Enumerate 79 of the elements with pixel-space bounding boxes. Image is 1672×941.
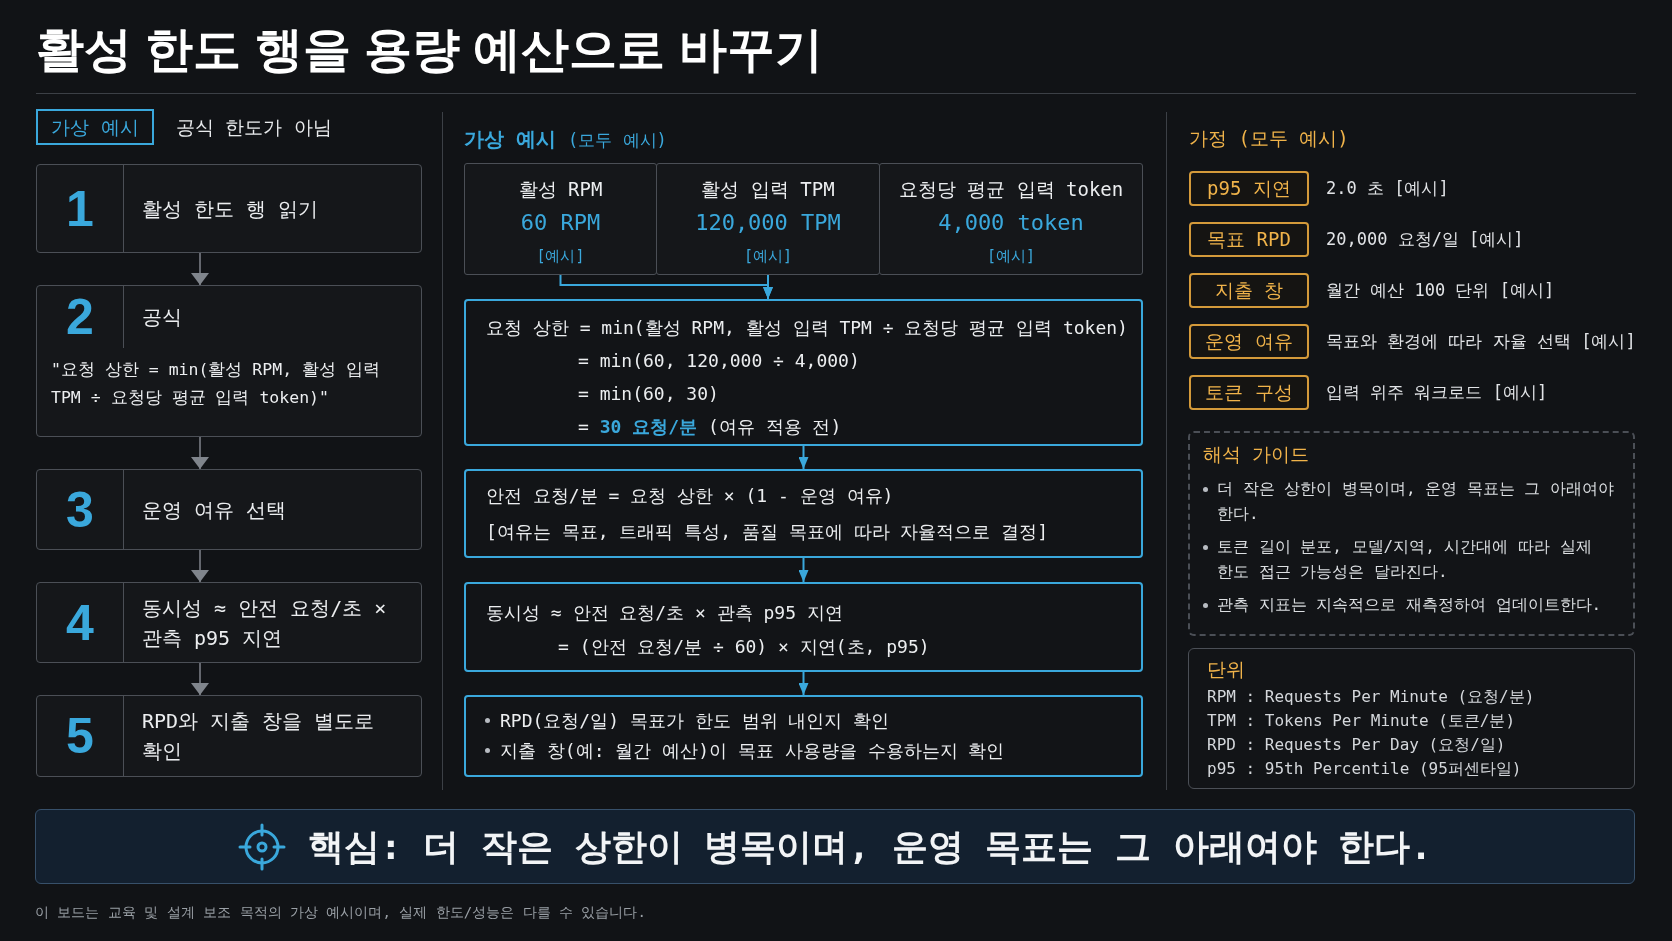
metric-value: 60 RPM xyxy=(520,209,601,237)
formula-text: = 30 요청/분 (여유 적용 전) xyxy=(578,415,843,439)
panel-heading: 단위 xyxy=(1207,657,1246,682)
formula-box xyxy=(464,299,1143,446)
section-note: (모두 예시) xyxy=(568,129,667,152)
value-text: 목표와 환경에 따라 자율 선택 [예시] xyxy=(1326,329,1636,353)
title: 활성 한도 행을 용량 예산으로 바꾸기 xyxy=(36,22,823,78)
arrow xyxy=(798,557,809,583)
metric-box xyxy=(656,163,880,275)
step-number: 1 xyxy=(66,183,94,234)
chevron-arrow xyxy=(191,662,209,696)
metric-box xyxy=(464,163,657,275)
unit-definition: TPM : Tokens Per Minute (토큰/분) xyxy=(1207,710,1517,732)
example-tag: [예시] xyxy=(536,244,585,268)
section-heading: 가상 예시 xyxy=(464,126,557,153)
metric-box xyxy=(879,163,1143,275)
section-heading: 가정 (모두 예시) xyxy=(1189,126,1349,151)
step-text: 동시성 ≈ 안전 요청/초 × 관측 p95 지연 xyxy=(142,594,388,652)
step-text: 공식 xyxy=(142,304,182,331)
metric-label: 활성 입력 TPM xyxy=(701,177,835,202)
chevron-arrow xyxy=(191,549,209,583)
units-panel xyxy=(1188,648,1635,789)
formula-box xyxy=(464,469,1143,558)
metric-label: 요청당 평균 입력 token xyxy=(898,177,1124,202)
formula-text: 동시성 ≈ 안전 요청/초 × 관측 p95 지연 xyxy=(486,601,844,625)
guide-text: 더 작은 상한이 병목이며, 운영 목표는 그 아래여야 한다. xyxy=(1217,478,1616,525)
formula-text: = min(60, 30) xyxy=(578,382,720,406)
checklist-box xyxy=(464,695,1143,777)
assumption-tag: p95 지연 xyxy=(1189,171,1309,206)
metric-value: 4,000 token xyxy=(938,209,1084,237)
assumption-tag: 지출 창 xyxy=(1189,273,1309,308)
formula-text: "요청 상한 = min(활성 RPM, 활성 입력 TPM ÷ 요청당 평균 입력 token)" xyxy=(51,359,381,409)
unit-definition: RPM : Requests Per Minute (요청/분) xyxy=(1207,686,1536,708)
key-message-banner xyxy=(35,809,1635,884)
step-box xyxy=(36,164,422,253)
check-item: RPD(요청/일) 목표가 한도 범위 내인지 확인 xyxy=(500,709,890,733)
arrow xyxy=(798,445,809,470)
formula-text: = (안전 요청/분 ÷ 60) × 지연(초, p95) xyxy=(558,635,931,659)
check-item: 지출 창(예: 월간 예산)이 목표 사용량을 수용하는지 확인 xyxy=(500,739,1005,763)
step-text: RPD와 지출 창을 별도로 확인 xyxy=(142,708,376,765)
metric-value: 120,000 TPM xyxy=(695,209,841,237)
arrow xyxy=(798,671,809,696)
formula-box xyxy=(464,582,1143,672)
chevron-arrow xyxy=(191,436,209,470)
value-text: 월간 예산 100 단위 [예시] xyxy=(1326,278,1555,302)
formula-text: 안전 요청/분 = 요청 상한 × (1 - 운영 여유) xyxy=(486,484,895,508)
step-box xyxy=(36,285,422,437)
formula-text: [여유는 목표, 트래픽 특성, 품질 목표에 따라 자율적으로 결정] xyxy=(486,520,1050,544)
step-number: 5 xyxy=(66,711,94,761)
panel-heading: 해석 가이드 xyxy=(1203,442,1311,467)
caption: 이 보드는 교육 및 설계 보조 목적의 가상 예시이며, 실제 한도/성능은 다를 수 있습니다. xyxy=(35,903,646,922)
note-text: 공식 한도가 아님 xyxy=(176,114,332,140)
unit-definition: RPD : Requests Per Day (요청/일) xyxy=(1207,734,1507,756)
step-number: 4 xyxy=(66,597,94,648)
example-tag: [예시] xyxy=(986,244,1036,268)
assumption-tag: 토큰 구성 xyxy=(1189,375,1309,410)
assumption-tag: 운영 여유 xyxy=(1189,324,1309,359)
metric-label: 활성 RPM xyxy=(518,177,603,202)
arrow xyxy=(763,274,773,300)
guide-text: 관측 지표는 지속적으로 재측정하여 업데이트한다. xyxy=(1217,594,1602,616)
step-number: 3 xyxy=(66,484,94,535)
example-badge: 가상 예시 xyxy=(36,109,154,145)
assumption-tag: 목표 RPD xyxy=(1189,222,1309,257)
value-text: 20,000 요청/일 [예시] xyxy=(1326,227,1524,251)
step-box xyxy=(36,469,422,550)
key-message: 핵심: 더 작은 상한이 병목이며, 운영 목표는 그 아래여야 한다. xyxy=(307,824,1433,869)
step-box xyxy=(36,695,422,777)
unit-definition: p95 : 95th Percentile (95퍼센타일) xyxy=(1207,758,1523,780)
example-tag: [예시] xyxy=(743,244,793,268)
formula-text: = min(60, 120,000 ÷ 4,000) xyxy=(578,349,861,373)
step-text: 운영 여유 선택 xyxy=(142,496,287,524)
chevron-arrow xyxy=(191,252,209,286)
value-text: 입력 위주 워크로드 [예시] xyxy=(1326,380,1548,404)
step-number: 2 xyxy=(66,292,94,342)
step-text: 활성 한도 행 읽기 xyxy=(142,195,319,223)
guide-text: 토큰 길이 분포, 모델/지역, 시간대에 따라 실제 한도 접근 가능성은 달라진다. xyxy=(1217,536,1593,583)
guide-panel xyxy=(1188,431,1635,636)
value-text: 2.0 초 [예시] xyxy=(1326,176,1449,200)
step-box xyxy=(36,582,422,663)
